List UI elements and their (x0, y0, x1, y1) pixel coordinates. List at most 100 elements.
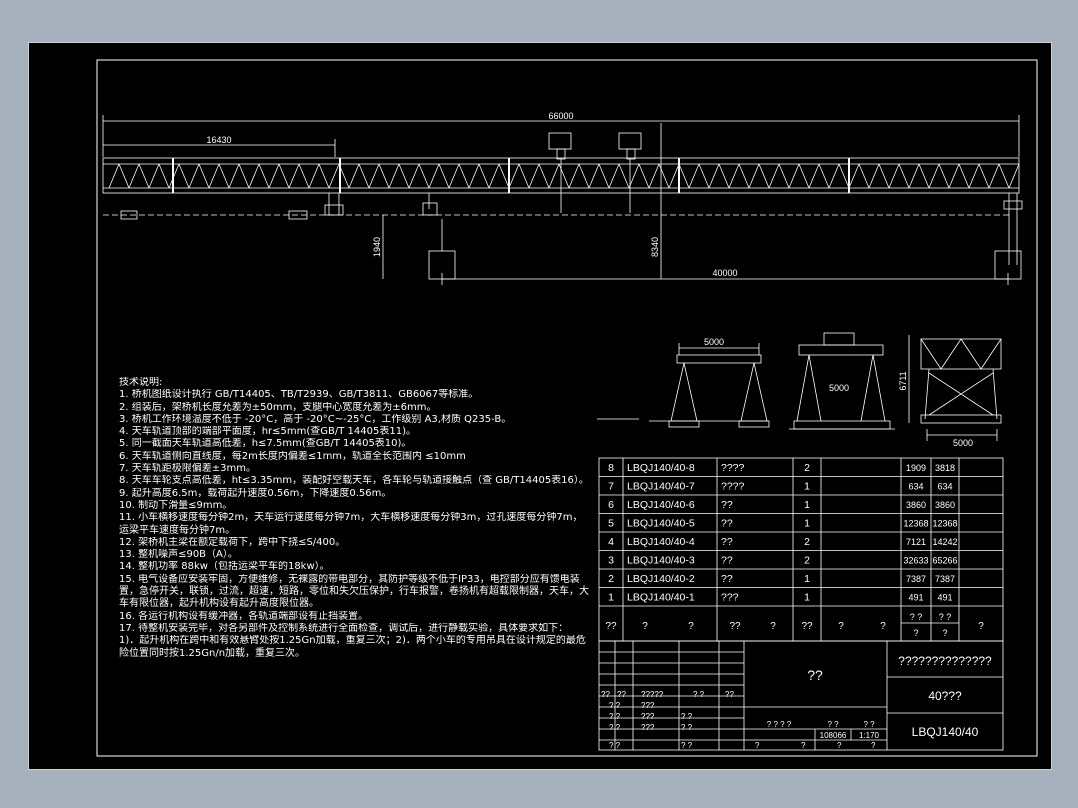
drawing-canvas: 66000 16430 40000 1940 8340 5000 5000 (28, 42, 1052, 770)
title-weight: 108066 (820, 731, 847, 740)
bom-cell-unit: 491 (908, 593, 923, 603)
bom-cell-unit: 7387 (906, 574, 926, 584)
bom-cell-no: 2 (608, 573, 614, 585)
note-item: 10. 制动下滑量≤9mm。 (119, 499, 233, 511)
bom-cell-name: ?? (721, 518, 733, 530)
bom-cell-unit: 12368 (903, 519, 928, 529)
bom-cell-qty: 2 (804, 536, 810, 548)
title-block (598, 640, 1004, 751)
bom-cell-code: LBQJ140/40-6 (627, 499, 695, 511)
bom-header-unit-sub: ? (913, 628, 918, 638)
bom-cell-name: ??? (721, 592, 739, 604)
note-item: 1)．起升机构在跨中和有效悬臂处按1.25Gn加载，重复三次；2)．两个小车的专… (119, 635, 586, 659)
sig-cell: ??? (641, 701, 655, 710)
title-signature-grid: ?? ?? ????? ? ? ?? ? ? ??? ? ? ??? ? ? ?… (601, 690, 734, 750)
note-item: 4. 天车轨道顶部的端部平面度，hr≤5mm(查GB/T 14405表11)。 (119, 426, 416, 438)
cad-drawing: 66000 16430 40000 1940 8340 5000 5000 (96, 59, 1038, 757)
sig-cell: ? ? (609, 741, 621, 750)
bom-cell-qty: 1 (804, 518, 810, 530)
note-item: 7. 天车轨距极限偏差±3mm。 (119, 463, 256, 475)
bom-header-material-2: ? (880, 621, 886, 632)
bom-cell-no: 5 (608, 518, 614, 530)
bom-cell-code: LBQJ140/40-4 (627, 536, 695, 548)
title-stage-label: ? ? (863, 720, 875, 729)
bom-cell-no: 6 (608, 499, 614, 511)
sig-cell: ????? (641, 690, 664, 699)
dim-lift-height: 8340 (650, 237, 660, 257)
bom-cell-total: 491 (937, 593, 952, 603)
side-view-1 (597, 343, 770, 428)
bom-cell-total: 634 (937, 482, 952, 492)
note-item: 11. 小车横移速度每分钟2m，天车运行速度每分钟7m，大车横移速度每分钟3m，… (119, 512, 583, 536)
bom-cell-code: LBQJ140/40-7 (627, 481, 695, 493)
bom-cell-code: LBQJ140/40-3 (627, 555, 695, 567)
note-item: 15. 电气设备应安装牢固，方便维修，无裸露的带电部分，其防护等级不低于IP33… (119, 573, 589, 610)
notes-list: 1. 桥机图纸设计执行 GB/T14405、TB/T2939、GB/T3811、… (119, 389, 589, 660)
bom-cell-code: LBQJ140/40-8 (627, 462, 695, 474)
bom-header-no: ?? (605, 621, 617, 632)
bom-cell-no: 7 (608, 481, 614, 493)
title-stage-label: ? ? ? ? (767, 720, 792, 729)
bom-cell-unit: 32633 (903, 556, 928, 566)
bom-header-name-2: ? (770, 621, 776, 632)
title-company: ?????????????? (898, 654, 992, 668)
bom-cell-unit: 7121 (906, 537, 926, 547)
bom-header-code-2: ? (688, 621, 694, 632)
title-sheet-labels: ? ? ? ? (755, 741, 876, 750)
title-stage-labels: ? ? ? ? ? ? ? ? (767, 720, 875, 729)
bom-cell-total: 14242 (932, 537, 957, 547)
bom-cell-qty: 2 (804, 555, 810, 567)
dim-end-height: 6711 (898, 371, 908, 390)
bom-cell-total: 3818 (935, 463, 955, 473)
bom-cell-name: ?? (721, 573, 733, 585)
note-item: 1. 桥机图纸设计执行 GB/T14405、TB/T2939、GB/T3811、… (119, 389, 479, 401)
sig-cell: ? ? (681, 723, 693, 732)
title-sheet-label: ? (755, 741, 760, 750)
bom-table (598, 457, 1004, 642)
bom-header-unit: ? ? (910, 612, 923, 622)
bom-cell-no: 4 (608, 536, 614, 548)
note-item: 12. 架桥机主梁在额定载荷下，跨中下挠≤S/400。 (119, 536, 346, 548)
bom-cell-qty: 1 (804, 592, 810, 604)
end-view-3 (908, 335, 1002, 441)
sig-cell: ??? (641, 723, 655, 732)
bom-header-total: ? ? (939, 612, 952, 622)
sig-cell: ? ? (693, 690, 705, 699)
sig-cell: ? ? (609, 712, 621, 721)
bom-cell-qty: 2 (804, 462, 810, 474)
bom-header-total-sub: ? (942, 628, 947, 638)
bom-cell-unit: 1909 (906, 463, 926, 473)
bom-cell-name: ?? (721, 536, 733, 548)
sig-cell: ? ? (681, 712, 693, 721)
note-item: 2. 组装后，架桥机长度允差为±50mm，支腿中心宽度允差为±6mm。 (119, 401, 437, 413)
dim-rail-span: 40000 (712, 268, 737, 278)
sig-cell: ?? (617, 690, 626, 699)
note-item: 13. 整机噪声≤90B（A）。 (119, 549, 238, 561)
bom-cell-total: 7387 (935, 574, 955, 584)
note-item: 16. 各运行机构设有缓冲器，各轨道端部设有止挡装置。 (119, 610, 369, 622)
title-scale: 1:170 (859, 731, 880, 740)
bom-cell-total: 12368 (932, 519, 957, 529)
title-stage-label: ? ? (827, 720, 839, 729)
title-part-name: ?? (807, 667, 823, 683)
dim-total-span: 66000 (548, 111, 573, 121)
bom-cell-name: ???? (721, 481, 745, 493)
sig-cell: ??? (641, 712, 655, 721)
dim-cantilever: 16430 (206, 135, 231, 145)
bom-cell-total: 3860 (935, 500, 955, 510)
dim-side-width-1: 5000 (704, 337, 724, 347)
bom-cell-total: 65266 (932, 556, 957, 566)
title-sheet-label: ? (871, 741, 876, 750)
sig-cell: ? ? (609, 701, 621, 710)
sig-cell: ?? (601, 690, 610, 699)
dim-pier-height: 1940 (372, 237, 382, 257)
side-view-2 (789, 332, 895, 430)
title-model: 40??? (928, 689, 962, 703)
bom-header-code: ? (642, 621, 648, 632)
dim-end-width: 5000 (953, 438, 973, 448)
bom-header-material: ? (838, 621, 844, 632)
note-item: 9. 起升高度6.5m，载荷起升速度0.56m，下降速度0.56m。 (119, 487, 392, 499)
bom-cell-unit: 3860 (906, 500, 926, 510)
bom-header-name: ?? (729, 621, 741, 632)
